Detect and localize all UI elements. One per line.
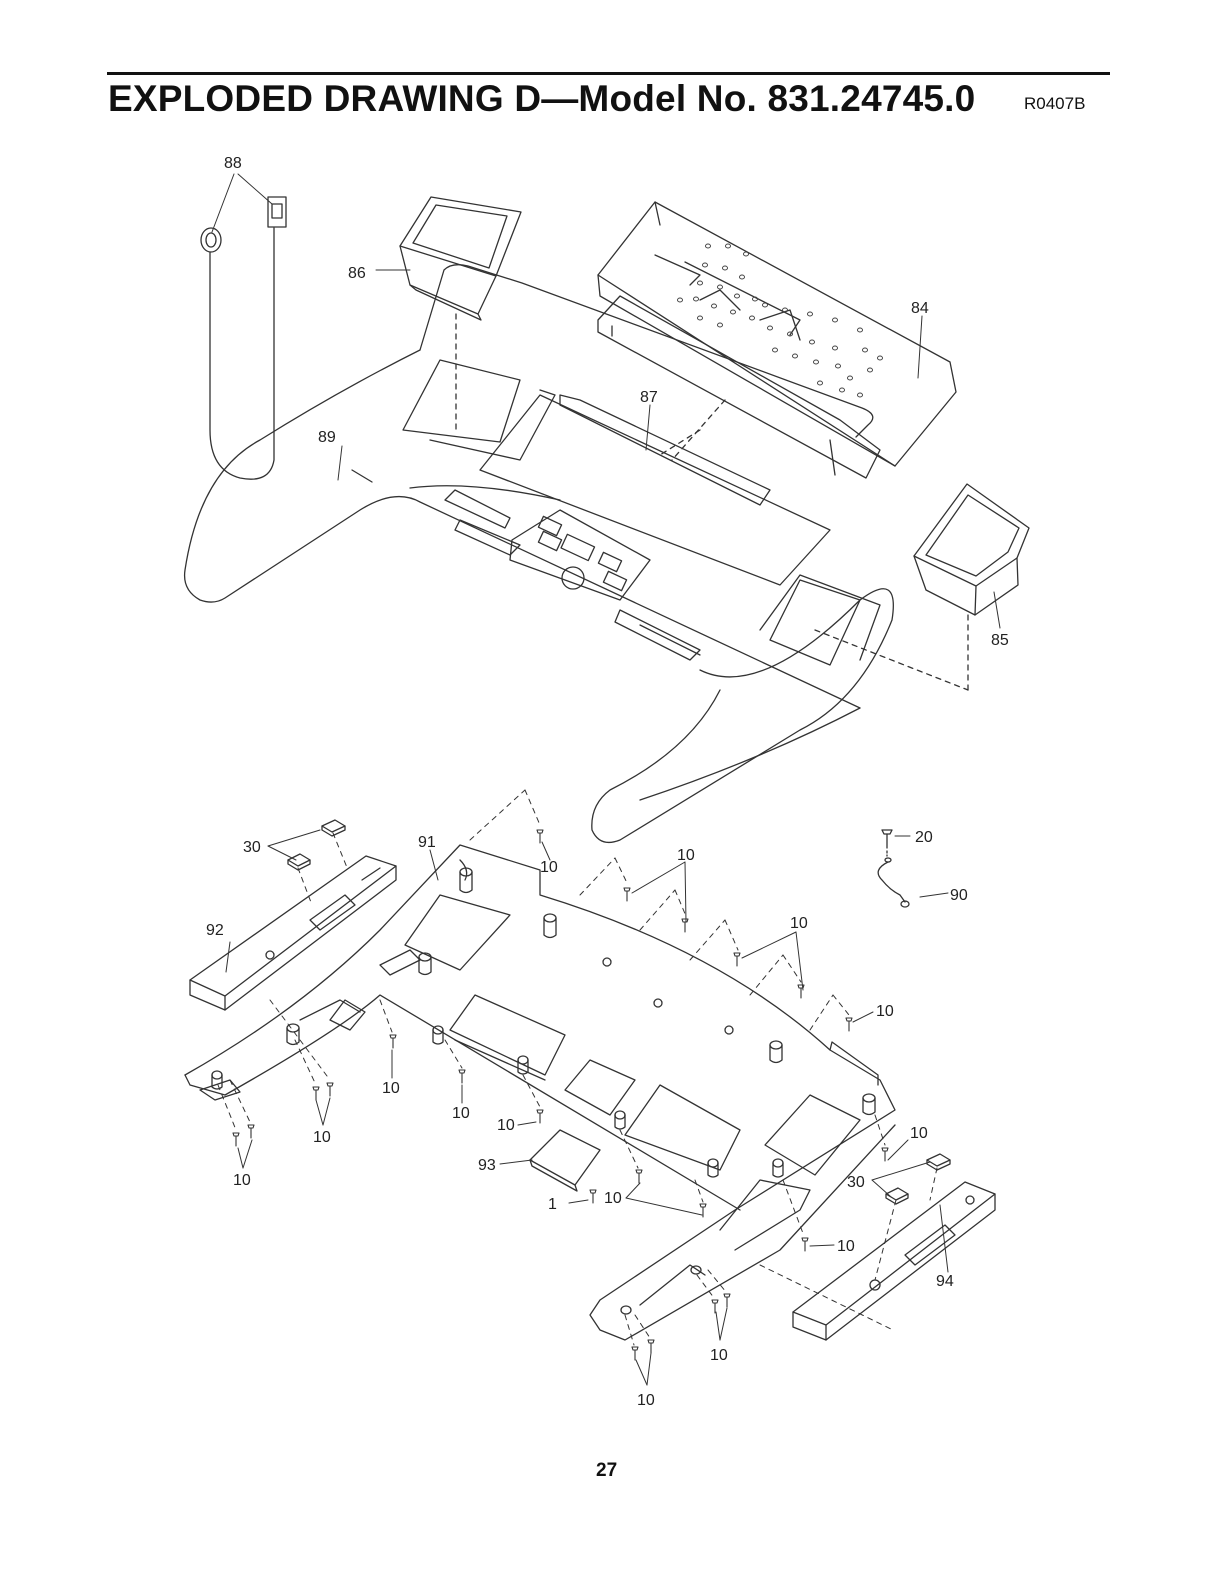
callout-30-top: 30 <box>243 839 261 856</box>
callout-10-m: 10 <box>710 1347 728 1364</box>
callout-86: 86 <box>348 265 366 282</box>
callout-94: 94 <box>936 1273 954 1290</box>
callout-90: 90 <box>950 887 968 904</box>
callout-10-c: 10 <box>790 915 808 932</box>
callout-85: 85 <box>991 632 1009 649</box>
callout-84: 84 <box>911 300 929 317</box>
console-hole-grid <box>677 243 883 398</box>
callout-10-j: 10 <box>910 1125 928 1142</box>
callout-10-e: 10 <box>382 1080 400 1097</box>
callout-10-i: 10 <box>497 1117 515 1134</box>
callout-10-h: 10 <box>233 1172 251 1189</box>
part-84-console-panel <box>597 201 957 479</box>
part-92-rail-cover <box>189 855 397 1011</box>
part-90-ground-wire <box>877 857 910 908</box>
callout-89: 89 <box>318 429 336 446</box>
shell-bosses <box>211 867 876 1315</box>
header-rule <box>107 72 1110 75</box>
part-86-accessory-tray <box>399 196 522 431</box>
callout-92: 92 <box>206 922 224 939</box>
part-88-safety-key <box>200 196 287 480</box>
callout-1: 1 <box>548 1196 557 1213</box>
callout-10-a: 10 <box>540 859 558 876</box>
page-title: EXPLODED DRAWING D—Model No. 831.24745.0 <box>108 78 976 119</box>
callout-20: 20 <box>915 829 933 846</box>
screws <box>232 829 889 1361</box>
callout-93: 93 <box>478 1157 496 1174</box>
part-30-clips <box>287 819 951 1205</box>
callout-10-k: 10 <box>604 1190 622 1207</box>
callout-labels: 88 86 84 87 89 85 30 91 10 10 20 90 92 1… <box>206 155 1009 1409</box>
callout-88: 88 <box>224 155 242 172</box>
part-94-rail-cover <box>792 1181 996 1341</box>
callout-10-f: 10 <box>452 1105 470 1122</box>
callout-10-l: 10 <box>837 1238 855 1255</box>
callout-10-b: 10 <box>677 847 695 864</box>
part-89-console-base <box>183 264 969 844</box>
callout-87: 87 <box>640 389 658 406</box>
callout-10-n: 10 <box>637 1392 655 1409</box>
callout-91: 91 <box>418 834 436 851</box>
callout-30-bottom: 30 <box>847 1174 865 1191</box>
leader-lines <box>211 173 1001 1386</box>
drawing-code: R0407B <box>1024 94 1086 113</box>
page-number: 27 <box>596 1460 618 1481</box>
callout-10-g: 10 <box>313 1129 331 1146</box>
part-91-console-shell <box>184 844 896 1341</box>
callout-10-d: 10 <box>876 1003 894 1020</box>
assembly-lines <box>217 789 938 1346</box>
part-85-accessory-tray <box>913 483 1030 616</box>
part-20-screw <box>881 829 893 857</box>
part-93-cover-plate <box>529 1129 601 1192</box>
